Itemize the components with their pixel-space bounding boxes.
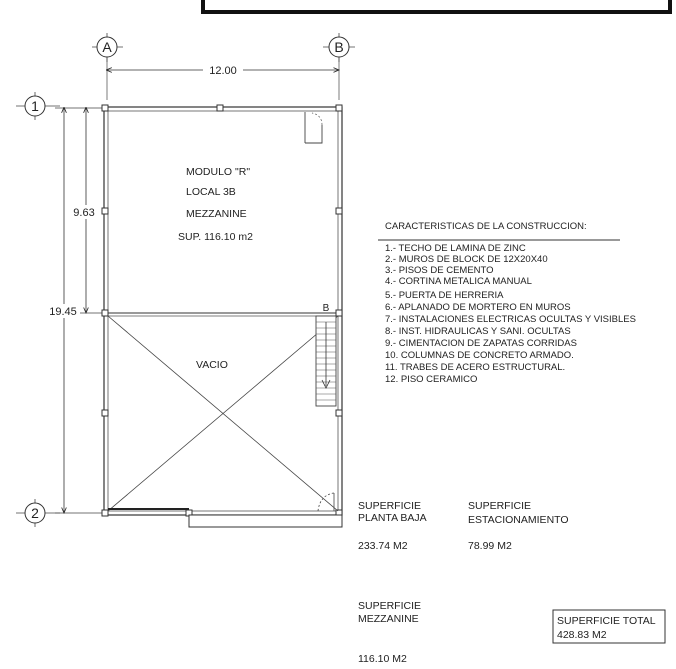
axis-label-a: A xyxy=(102,39,112,55)
module-area: SUP. 116.10 m2 xyxy=(178,231,253,243)
module-name: MODULO "R" xyxy=(186,166,250,178)
surface-estacionamiento-label-2: ESTACIONAMIENTO xyxy=(468,514,569,526)
surface-estacionamiento: SUPERFICIE ESTACIONAMIENTO 78.99 M2 xyxy=(468,500,569,552)
width-dimension-label: 12.00 xyxy=(209,65,237,77)
surface-mezzanine-label-1: SUPERFICIE xyxy=(358,600,421,612)
axis-label-1: 1 xyxy=(31,98,39,114)
notes-title: CARACTERISTICAS DE LA CONSTRUCCION: xyxy=(385,221,587,232)
note-item: 9.- CIMENTACION DE ZAPATAS CORRIDAS xyxy=(385,338,577,349)
surface-planta-baja: SUPERFICIE PLANTA BAJA 233.74 M2 xyxy=(358,500,427,552)
surface-planta-baja-label-2: PLANTA BAJA xyxy=(358,512,427,524)
void-cross xyxy=(107,315,339,512)
stair-mark: B xyxy=(323,303,330,314)
column-markers xyxy=(101,104,343,517)
module-labels: MODULO "R" LOCAL 3B MEZZANINE SUP. 116.1… xyxy=(178,166,253,371)
note-item: 12. PISO CERAMICO xyxy=(385,374,477,385)
axis-marker-2: 2 xyxy=(16,499,105,527)
surface-mezzanine: SUPERFICIE MEZZANINE 116.10 M2 xyxy=(358,600,421,665)
note-item: 4.- CORTINA METALICA MANUAL xyxy=(385,276,532,287)
axis-marker-b: B xyxy=(323,33,355,100)
module-local: LOCAL 3B xyxy=(186,186,236,198)
note-item: 8.- INST. HIDRAULICAS Y SANI. OCULTAS xyxy=(385,326,571,337)
note-item: 6.- APLANADO DE MORTERO EN MUROS xyxy=(385,302,571,313)
surface-mezzanine-label-2: MEZZANINE xyxy=(358,613,419,625)
width-dimension: 12.00 xyxy=(107,63,339,77)
axis-marker-1: 1 xyxy=(16,92,105,120)
surface-mezzanine-value: 116.10 M2 xyxy=(358,653,407,665)
note-item: 10. COLUMNAS DE CONCRETO ARMADO. xyxy=(385,350,574,361)
axis-marker-a: A xyxy=(92,33,123,100)
total-dimension-label: 19.45 xyxy=(49,306,77,318)
note-item: 11. TRABES DE ACERO ESTRUCTURAL. xyxy=(385,362,565,373)
axis-label-b: B xyxy=(334,39,343,55)
front-curtain xyxy=(108,508,343,528)
door-swing-detail xyxy=(304,112,323,144)
surface-total-label: SUPERFICIE TOTAL xyxy=(557,615,656,627)
note-item: 2.- MUROS DE BLOCK DE 12X20X40 xyxy=(385,254,548,265)
stair: B xyxy=(315,303,337,407)
surface-estacionamiento-label-1: SUPERFICIE xyxy=(468,500,531,512)
surface-estacionamiento-value: 78.99 M2 xyxy=(468,540,512,552)
surface-planta-baja-value: 233.74 M2 xyxy=(358,540,408,552)
upper-dimension-label: 9.63 xyxy=(73,207,94,219)
upper-dimension: 9.63 xyxy=(71,108,95,313)
module-level: MEZZANINE xyxy=(186,208,247,220)
title-block-frame xyxy=(201,0,672,14)
note-item: 5.- PUERTA DE HERRERIA xyxy=(385,290,504,301)
axis-label-2: 2 xyxy=(31,505,39,521)
total-dimension: 19.45 xyxy=(46,108,105,513)
surface-total-box: SUPERFICIE TOTAL 428.83 M2 xyxy=(552,609,666,644)
note-item: 1.- TECHO DE LAMINA DE ZINC xyxy=(385,243,526,254)
construction-notes: CARACTERISTICAS DE LA CONSTRUCCION: 1.- … xyxy=(378,221,636,385)
void-label: VACIO xyxy=(196,359,228,371)
note-item: 3.- PISOS DE CEMENTO xyxy=(385,265,494,276)
surface-planta-baja-label-1: SUPERFICIE xyxy=(358,500,421,512)
entry-door-swing xyxy=(317,492,335,512)
surface-total-value: 428.83 M2 xyxy=(557,629,607,641)
note-item: 7.- INSTALACIONES ELECTRICAS OCULTAS Y V… xyxy=(385,314,636,325)
